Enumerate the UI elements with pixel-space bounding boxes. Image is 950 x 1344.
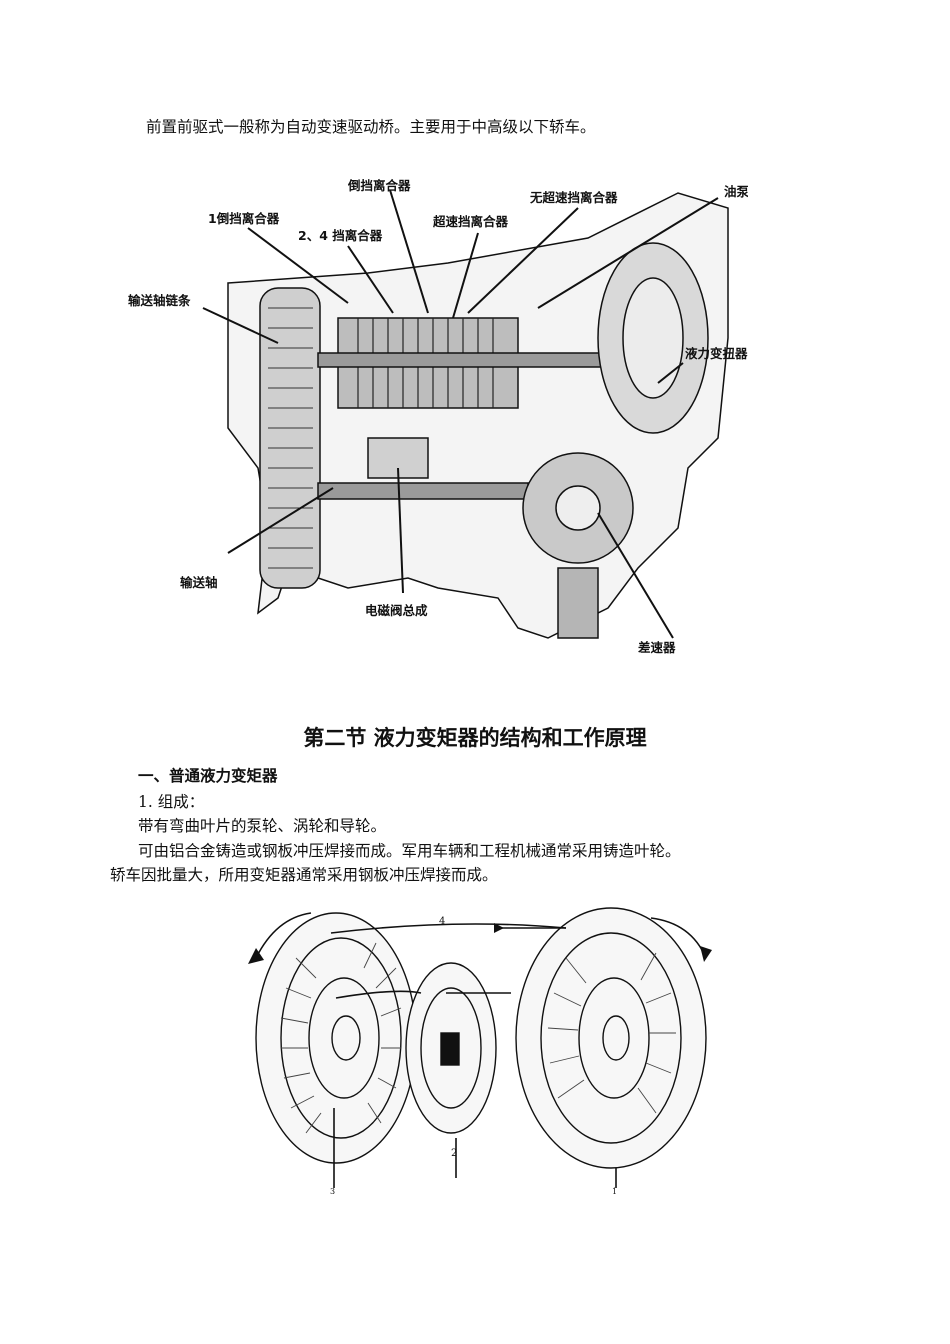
transaxle-illustration bbox=[227, 192, 729, 639]
label-1: 1 bbox=[612, 1187, 617, 1196]
label-torque-converter: 液力变扭器 bbox=[685, 346, 748, 361]
turbine-wheel bbox=[515, 907, 707, 1169]
leader-lines bbox=[202, 189, 719, 639]
label-transfer-chain: 输送轴链条 bbox=[128, 293, 191, 308]
stator-wheel bbox=[405, 962, 497, 1134]
label-no-overdrive-clutch: 无超速挡离合器 bbox=[529, 190, 618, 205]
label-reverse-clutch: 倒挡离合器 bbox=[347, 178, 411, 193]
label-oil-pump: 油泵 bbox=[724, 184, 748, 199]
pump-wheel bbox=[255, 912, 417, 1164]
label-differential: 差速器 bbox=[637, 640, 676, 655]
label-overdrive-clutch: 超速挡离合器 bbox=[432, 214, 509, 229]
label-solenoid-valve: 电磁阀总成 bbox=[365, 603, 428, 618]
section-title: 第二节 液力变矩器的结构和工作原理 bbox=[303, 726, 647, 750]
label-first-reverse-clutch: 1倒挡离合器 bbox=[208, 211, 280, 226]
label-second-fourth-clutch: 2、4 挡离合器 bbox=[298, 228, 383, 243]
label-2: 2 bbox=[451, 1148, 457, 1159]
intro-paragraph: 前置前驱式一般称为自动变速驱动桥。主要用于中高级以下轿车。 bbox=[146, 118, 596, 136]
list-item-composition: 1. 组成： bbox=[138, 793, 205, 811]
label-transfer-shaft: 输送轴 bbox=[180, 575, 218, 590]
paragraph-manufacturing-line1: 可由铝合金铸造或钢板冲压焊接而成。军用车辆和工程机械通常采用铸造叶轮。 bbox=[138, 842, 681, 860]
label-3: 3 bbox=[330, 1187, 335, 1196]
label-4: 4 bbox=[439, 916, 445, 927]
paragraph-components: 带有弯曲叶片的泵轮、涡轮和导轮。 bbox=[138, 817, 387, 835]
transaxle-cutaway-figure: 倒挡离合器 无超速挡离合器 油泵 1倒挡离合器 2、4 挡离合器 超速挡离合器 … bbox=[128, 178, 748, 655]
torque-converter-exploded-figure: 4 2 3 1 bbox=[248, 907, 712, 1196]
subsection-heading: 一、普通液力变矩器 bbox=[138, 767, 278, 785]
paragraph-manufacturing-line2: 轿车因批量大，所用变矩器通常采用钢板冲压焊接而成。 bbox=[110, 866, 498, 884]
